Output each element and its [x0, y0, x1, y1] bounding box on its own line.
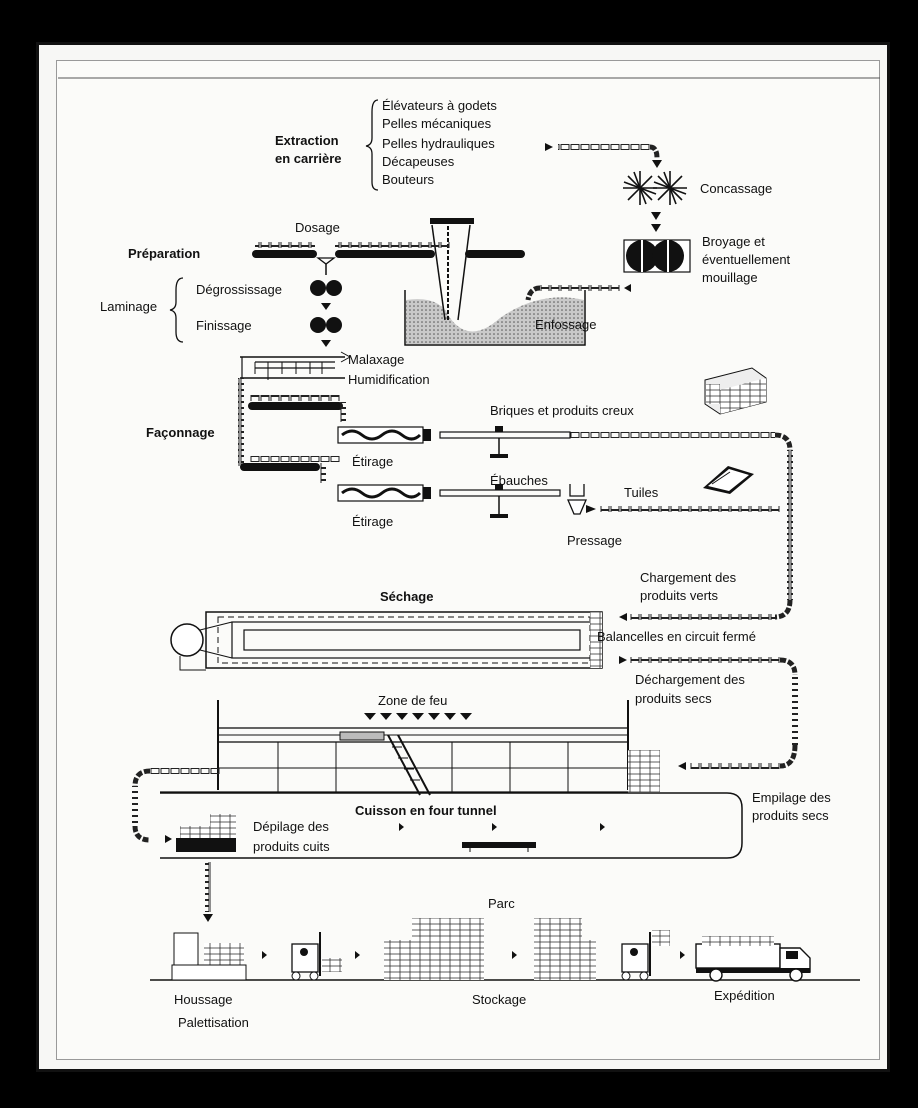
- broyage-label-2: éventuellement: [702, 252, 791, 267]
- stockage-label: Stockage: [472, 992, 526, 1007]
- arrow-right-icon: [680, 951, 685, 959]
- dosage-conveyor: [252, 242, 525, 275]
- parc-label: Parc: [488, 896, 515, 911]
- depilage-label-1: Dépilage des: [253, 819, 329, 834]
- arrow-right-icon: [355, 951, 360, 959]
- concassage-label: Concassage: [700, 181, 772, 196]
- conveyor-briques: [570, 432, 793, 600]
- ebauches-label: Ébauches: [490, 473, 548, 488]
- pressage-label: Pressage: [567, 533, 622, 548]
- cuisson-label: Cuisson en four tunnel: [355, 803, 497, 818]
- extruder-2: [337, 484, 561, 518]
- broyage-label-1: Broyage et: [702, 234, 765, 249]
- stock-pile-1: [384, 918, 484, 980]
- stacked-bricks-icon: [628, 750, 660, 792]
- enfossage-label: Enfossage: [535, 317, 596, 332]
- palettisation-label: Palettisation: [178, 1015, 249, 1030]
- broyage-grinder-icon: [623, 239, 691, 273]
- conveyor-down: [203, 862, 213, 922]
- chargement-label-1: Chargement des: [640, 570, 737, 585]
- extraction-item-2: Pelles mécaniques: [382, 116, 492, 131]
- extraction-item-1: Élévateurs à godets: [382, 98, 497, 113]
- extraction-brace: [365, 99, 379, 191]
- arrow-down-icon: [651, 224, 661, 232]
- briques-label: Briques et produits creux: [490, 403, 634, 418]
- extraction-item-4: Décapeuses: [382, 154, 455, 169]
- broyage-label-3: mouillage: [702, 270, 758, 285]
- enfossage-pit: [404, 218, 586, 346]
- conveyor-broyage: [525, 284, 631, 301]
- extruder-1: [337, 426, 571, 458]
- finissage-label: Finissage: [196, 318, 252, 333]
- sechage-dryer: [170, 611, 603, 671]
- conveyor-tuiles: [600, 506, 780, 512]
- kiln-tunnel: [160, 792, 743, 859]
- humidification-label: Humidification: [348, 372, 430, 387]
- press-icon: [567, 484, 596, 515]
- concassage-crusher-icon: [623, 171, 687, 205]
- preparation-label: Préparation: [128, 246, 200, 261]
- balancelles-label: Balancelles en circuit fermé: [597, 629, 756, 644]
- laminage-label: Laminage: [100, 299, 157, 314]
- extraction-item-5: Bouteurs: [382, 172, 435, 187]
- malaxage-mixer: [240, 351, 352, 380]
- conveyor-dechargement: [619, 656, 798, 770]
- degrossissage-label: Dégrossissage: [196, 282, 282, 297]
- expedition-label: Expédition: [714, 988, 775, 1003]
- stock-pile-2: [534, 918, 596, 980]
- malaxage-label: Malaxage: [348, 352, 404, 367]
- conveyor-extraction: [545, 143, 662, 168]
- arrow-right-icon: [512, 951, 517, 959]
- forklift-1-icon: [291, 932, 342, 981]
- tunnel-kiln-building: [160, 700, 629, 796]
- laminage-rollers-icon: [310, 280, 342, 347]
- zone-de-feu-label: Zone de feu: [378, 693, 447, 708]
- houssage-label: Houssage: [174, 992, 233, 1007]
- forklift-2-icon: [621, 930, 670, 981]
- extraction-title-1: Extraction: [275, 133, 339, 148]
- extraction-title-2: en carrière: [275, 151, 342, 166]
- depilage-label-2: produits cuits: [253, 839, 330, 854]
- faconnage-label: Façonnage: [146, 425, 215, 440]
- diagram-paper: [56, 60, 880, 1060]
- delivery-truck-icon: [695, 936, 811, 982]
- hollow-brick-icon: [704, 367, 767, 415]
- empilage-label-1: Empilage des: [752, 790, 831, 805]
- arrow-down-icon: [651, 212, 661, 220]
- conveyor-chargement: [619, 599, 793, 621]
- houssage-station: [171, 932, 247, 981]
- arrow-right-icon: [262, 951, 267, 959]
- chargement-label-2: produits verts: [640, 588, 719, 603]
- conveyor-return: [132, 768, 220, 843]
- faconnage-conveyors: [238, 378, 346, 483]
- laminage-brace: [169, 277, 184, 343]
- extraction-group: Extraction en carrière Élévateurs à gode…: [275, 98, 497, 191]
- tuiles-label: Tuiles: [624, 485, 659, 500]
- empilage-label-2: produits secs: [752, 808, 829, 823]
- dechargement-label-2: produits secs: [635, 691, 712, 706]
- sechage-label: Séchage: [380, 589, 433, 604]
- etirage-2-label: Étirage: [352, 514, 393, 529]
- flame-zone-markers: [364, 713, 472, 720]
- dechargement-label-1: Déchargement des: [635, 672, 745, 687]
- extraction-item-3: Pelles hydrauliques: [382, 136, 495, 151]
- dosage-label: Dosage: [295, 220, 340, 235]
- roof-tile-icon: [703, 466, 754, 494]
- depilage-cart-icon: [176, 814, 236, 852]
- etirage-1-label: Étirage: [352, 454, 393, 469]
